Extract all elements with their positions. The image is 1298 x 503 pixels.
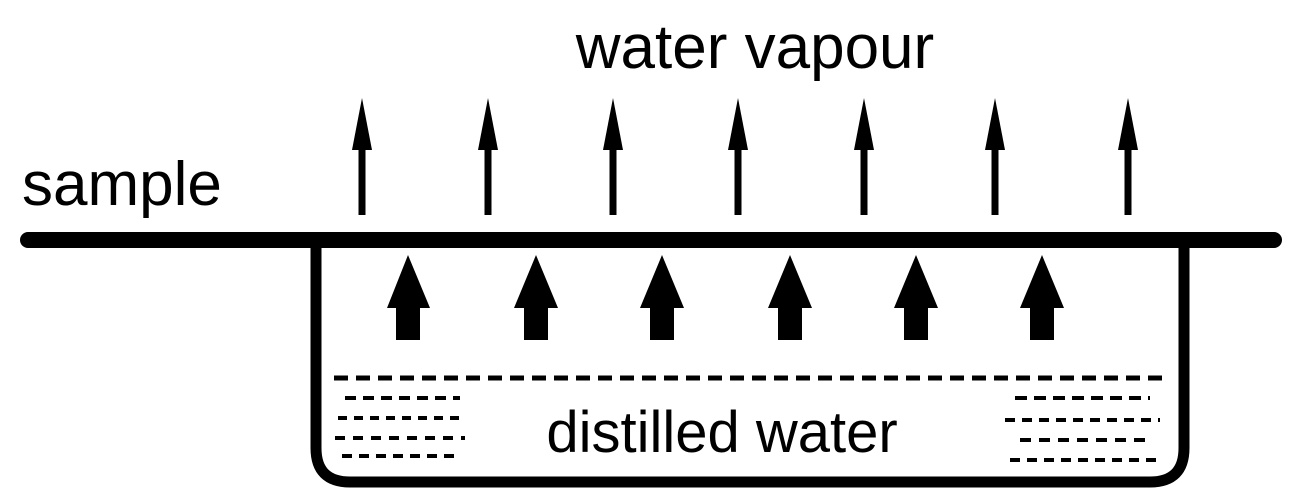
rising-arrow-5 (894, 255, 938, 340)
label-distilled-water: distilled water (546, 400, 897, 465)
vapour-arrow-4 (728, 98, 748, 215)
label-water-vapour: water vapour (575, 13, 934, 82)
vapour-arrow-1 (352, 98, 372, 215)
vapour-arrows-lower (387, 255, 1064, 340)
vapour-arrow-2 (478, 98, 498, 215)
rising-arrow-6 (1020, 255, 1064, 340)
vapour-arrow-7 (1118, 98, 1138, 215)
rising-arrow-3 (640, 255, 684, 340)
vapour-arrow-3 (603, 98, 623, 215)
rising-arrow-2 (514, 255, 558, 340)
vapour-arrow-6 (985, 98, 1005, 215)
rising-arrow-1 (387, 255, 430, 340)
water-texture-left (335, 396, 465, 458)
rising-arrow-4 (768, 255, 812, 340)
water-texture-right (1005, 396, 1160, 462)
label-sample: sample (22, 150, 222, 219)
vapour-arrows-upper (352, 98, 1138, 215)
water-container (310, 246, 1190, 488)
vapour-arrow-5 (854, 98, 874, 215)
